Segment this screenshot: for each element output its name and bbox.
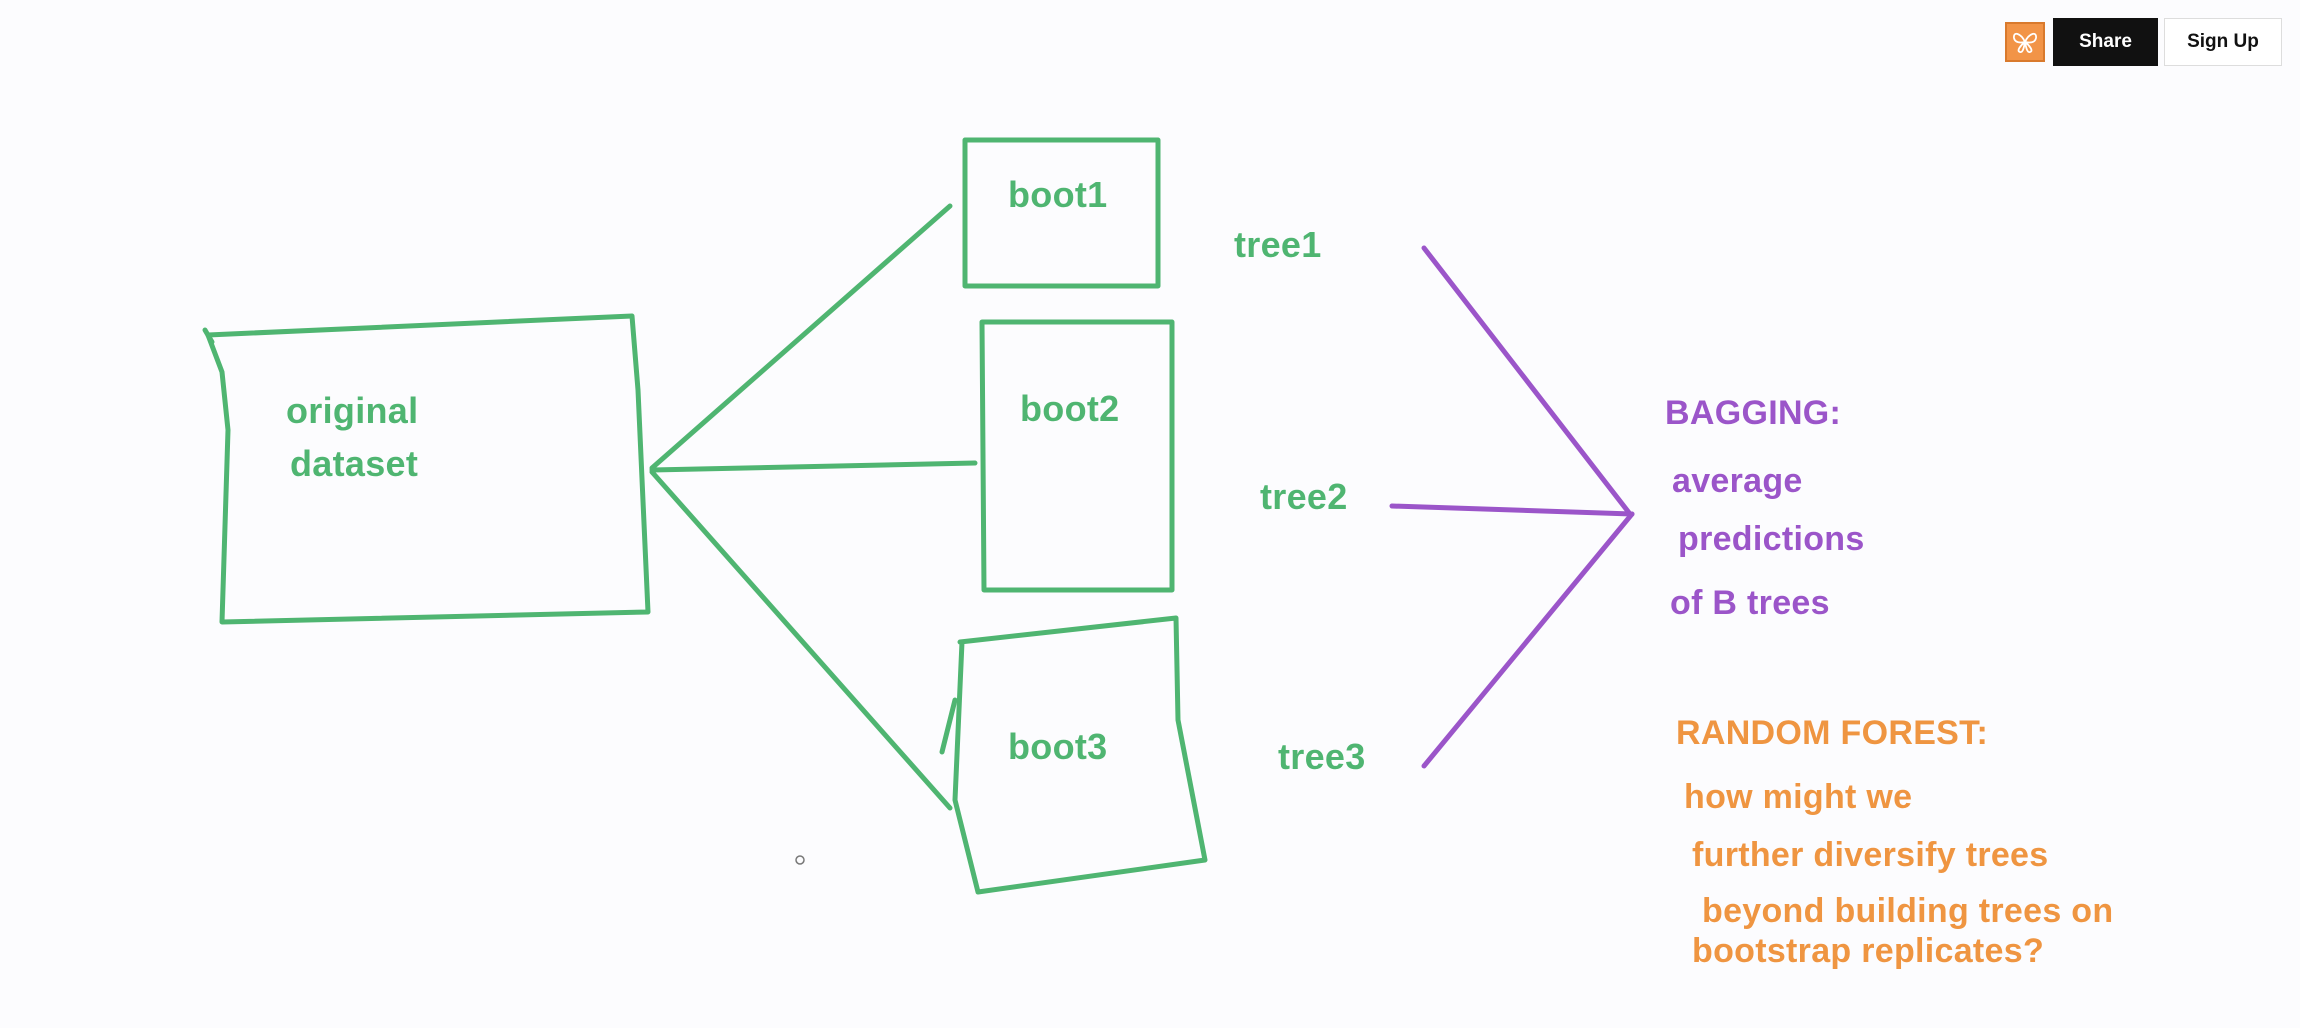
share-button[interactable]: Share	[2053, 18, 2158, 66]
original-dataset-box	[205, 313, 651, 625]
bagging-line-2: predictions	[1678, 520, 1865, 558]
aggregate-line-tree3	[1421, 511, 1635, 769]
aggregate-line-tree1	[1421, 245, 1633, 517]
random-forest-line-4: bootstrap replicates?	[1692, 932, 2045, 970]
connector-boot1	[649, 203, 953, 471]
bagging-line-3: of B trees	[1670, 584, 1830, 622]
tree3-label: tree3	[1278, 736, 1366, 777]
boot2-box	[979, 319, 1175, 593]
tree2-label: tree2	[1260, 476, 1348, 517]
connector-boot3	[649, 469, 953, 811]
tree1-label: tree1	[1234, 224, 1322, 265]
bagging-title: BAGGING:	[1665, 394, 1842, 432]
random-forest-line-1: how might we	[1684, 778, 1913, 816]
stray-dot	[795, 855, 805, 865]
butterfly-icon[interactable]	[2005, 22, 2045, 62]
top-toolbar: Share Sign Up	[2005, 18, 2282, 66]
original-dataset-label-line2: dataset	[290, 443, 419, 484]
sign-up-button[interactable]: Sign Up	[2164, 18, 2282, 66]
boot3-box	[952, 615, 1208, 895]
boot2-label: boot2	[1020, 388, 1120, 429]
connector-boot2	[649, 460, 978, 473]
bagging-line-1: average	[1672, 462, 1803, 500]
boot1-label: boot1	[1008, 174, 1108, 215]
original-dataset-label-line1: original	[286, 390, 419, 431]
random-forest-line-3: beyond building trees on	[1702, 892, 2114, 930]
boot1-box	[962, 137, 1161, 289]
boot3-label: boot3	[1008, 726, 1108, 767]
random-forest-line-2: further diversify trees	[1692, 836, 2049, 874]
aggregate-line-tree2	[1389, 503, 1635, 517]
random-forest-title: RANDOM FOREST:	[1676, 714, 1989, 752]
